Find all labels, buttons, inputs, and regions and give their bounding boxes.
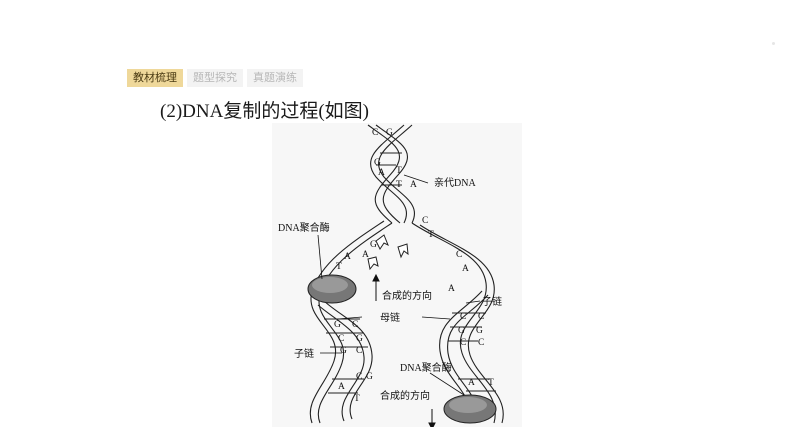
- corner-dot: [772, 42, 775, 45]
- base-letter: G: [340, 346, 347, 356]
- dna-polymerase-top-label: DNA聚合酶: [278, 221, 330, 234]
- base-letters: C G G A T T A T A G A C T C A A G C C G …: [334, 128, 494, 404]
- daughter-strand-right-label: 子链: [482, 295, 502, 308]
- base-letter: C: [422, 216, 428, 226]
- base-letter: A: [362, 250, 369, 260]
- leader-lines: [317, 174, 481, 396]
- base-letter: G: [370, 240, 377, 250]
- base-letter: A: [410, 180, 417, 190]
- page-heading: (2)DNA复制的过程(如图): [160, 101, 369, 122]
- parent-helix: [367, 124, 415, 224]
- dna-replication-diagram: 亲代DNA DNA聚合酶 合成的方向 子链 母链 子链 DNA聚合酶 合成的方向…: [278, 124, 504, 427]
- template-strand-label: 母链: [380, 311, 400, 324]
- synthesis-direction-bottom-label: 合成的方向: [380, 389, 430, 402]
- base-letter: G: [366, 372, 373, 382]
- base-letter: T: [354, 394, 360, 404]
- base-letter: C: [338, 334, 344, 344]
- base-letter: A: [448, 284, 455, 294]
- dna-replication-figure: 亲代DNA DNA聚合酶 合成的方向 子链 母链 子链 DNA聚合酶 合成的方向…: [272, 123, 522, 427]
- base-letter: G: [386, 128, 393, 138]
- base-letter: C: [356, 346, 362, 356]
- base-pair-rungs: [324, 312, 496, 394]
- base-letter: G: [334, 320, 341, 330]
- section-tabs: 教材梳理 题型探究 真题演练: [127, 69, 303, 87]
- parent-dna-label: 亲代DNA: [434, 176, 476, 189]
- base-letter: T: [488, 378, 494, 388]
- tab-textbook-review[interactable]: 教材梳理: [127, 69, 183, 87]
- base-letter: C: [356, 372, 362, 382]
- daughter-strand-left-label: 子链: [294, 347, 314, 360]
- base-letter: G: [476, 326, 483, 336]
- base-letter: G: [374, 158, 381, 168]
- base-letter: A: [378, 168, 385, 178]
- base-letter: A: [462, 264, 469, 274]
- dna-polymerase-top: [307, 274, 357, 304]
- base-letter: C: [478, 312, 484, 322]
- tab-question-types[interactable]: 题型探究: [187, 69, 243, 87]
- base-letter: C: [456, 250, 462, 260]
- base-letter: A: [338, 382, 345, 392]
- base-letter: T: [396, 166, 402, 176]
- dna-polymerase-bottom: [443, 394, 497, 424]
- base-letter: T: [336, 262, 342, 272]
- base-letter: G: [356, 334, 363, 344]
- tab-past-exams[interactable]: 真题演练: [247, 69, 303, 87]
- dna-polymerase-bottom-label: DNA聚合酶: [400, 361, 452, 374]
- base-letter: C: [460, 312, 466, 322]
- base-letter: T: [428, 230, 434, 240]
- base-letter: C: [372, 128, 378, 138]
- base-letter: C: [460, 338, 466, 348]
- base-letter: A: [344, 252, 351, 262]
- free-nucleotides: [367, 234, 409, 271]
- synthesis-direction-top-label: 合成的方向: [382, 289, 432, 302]
- base-letter: T: [396, 180, 402, 190]
- base-letter: C: [478, 338, 484, 348]
- base-letter: C: [352, 320, 358, 330]
- base-letter: A: [468, 378, 475, 388]
- base-letter: G: [458, 326, 465, 336]
- direction-arrows: [372, 273, 436, 427]
